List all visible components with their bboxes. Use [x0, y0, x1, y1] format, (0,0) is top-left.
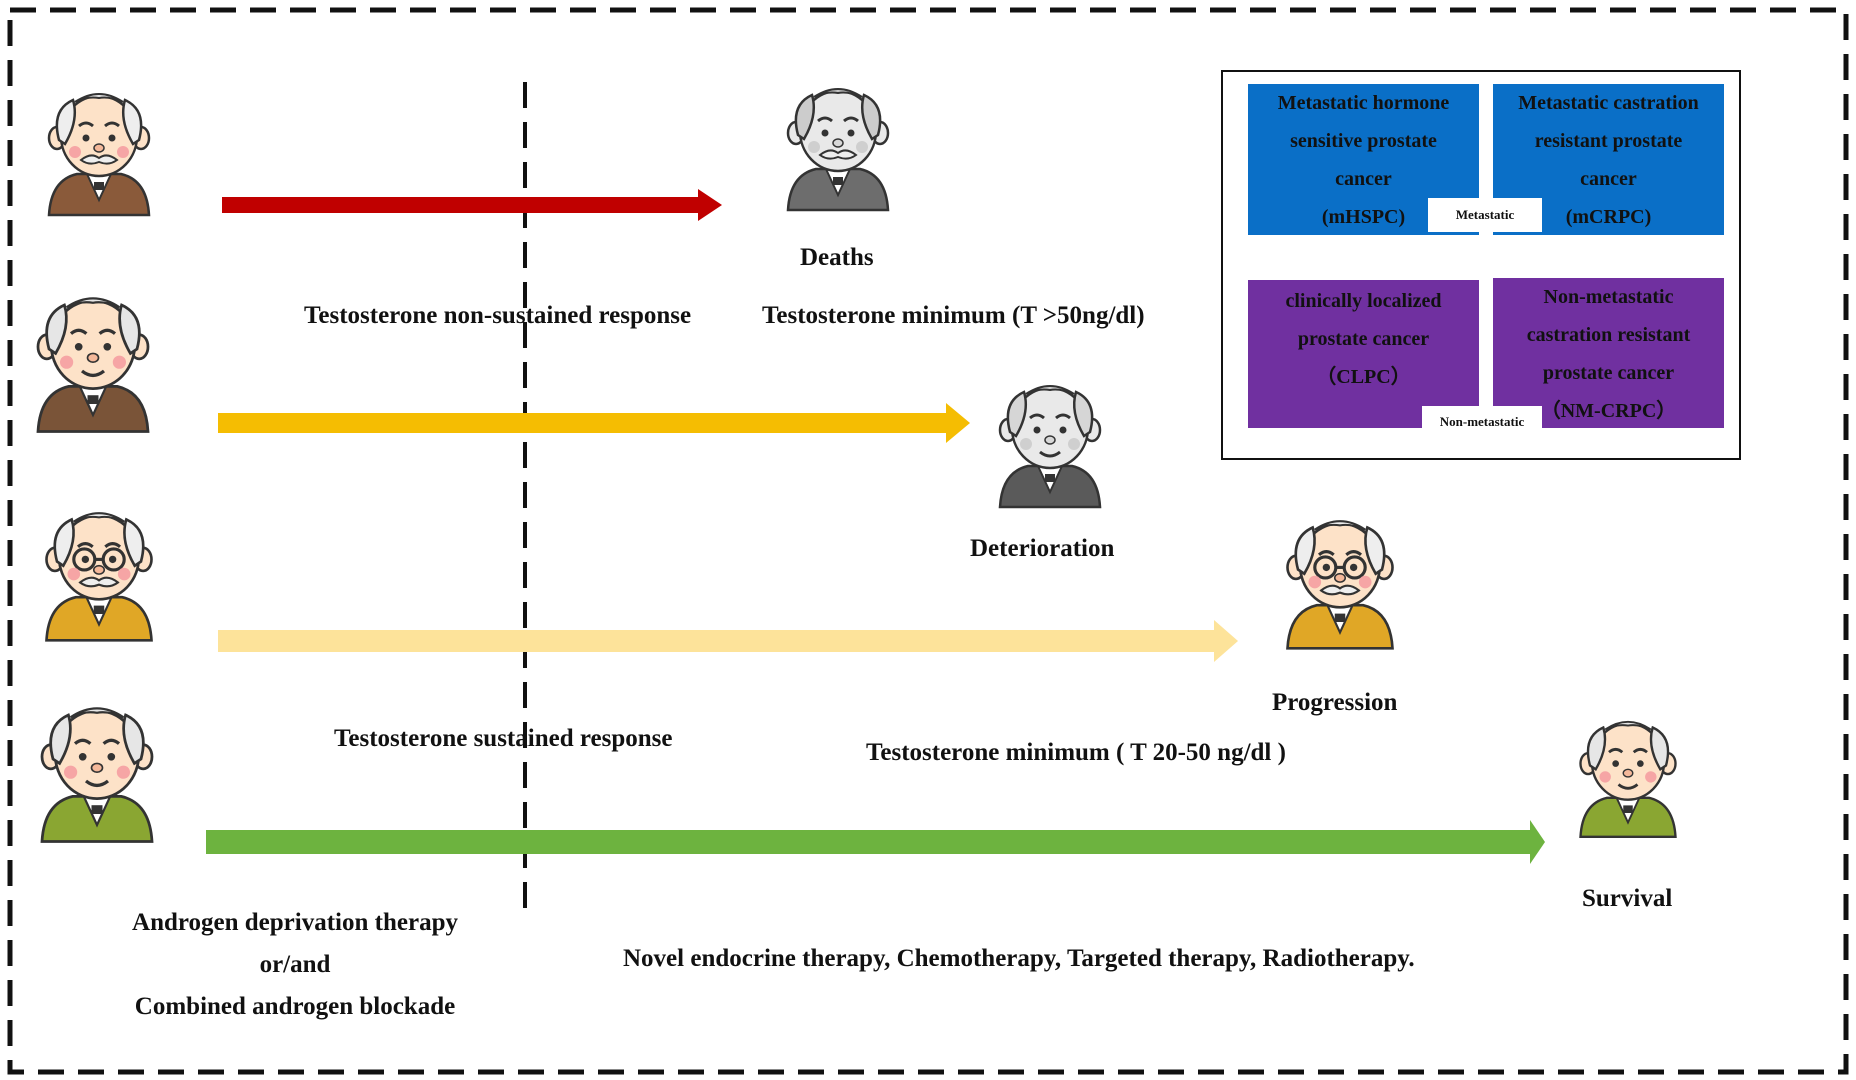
clpc-box: clinically localized prostate cancer （CL… — [1248, 280, 1479, 428]
metastatic-tag: Metastatic — [1428, 198, 1542, 232]
elderly-man-gray-icon — [998, 385, 1102, 509]
survival-label: Survival — [1582, 885, 1673, 912]
elderly-man-green-icon — [40, 707, 154, 843]
deterioration-arrow-shaft — [218, 413, 948, 433]
deaths-label: Deaths — [800, 244, 874, 271]
death-arrow-head — [698, 189, 722, 221]
testosterone-minimum-high-label: Testosterone minimum (T >50ng/dl) — [762, 302, 1145, 329]
initial-therapy-line1: Androgen deprivation therapy — [132, 909, 458, 936]
initial-therapy-line2: or/and — [259, 951, 331, 978]
deterioration-arrow — [218, 403, 970, 443]
faces-group — [36, 88, 1677, 843]
testosterone-minimum-mid-label: Testosterone minimum ( T 20-50 ng/dl ) — [866, 739, 1286, 766]
survival-arrow-head — [1530, 820, 1545, 864]
elderly-man-icon — [36, 297, 150, 433]
deterioration-arrow-head — [946, 403, 970, 443]
progression-arrow-head — [1214, 620, 1238, 662]
outer-dashed-frame — [7, 7, 1849, 1075]
elderly-man-gray-icon — [786, 88, 890, 212]
death-arrow — [222, 189, 722, 221]
sustained-response-label: Testosterone sustained response — [334, 725, 673, 752]
progression-label: Progression — [1272, 689, 1398, 716]
elderly-man-icon — [47, 93, 151, 217]
progression-arrow — [218, 620, 1238, 662]
subsequent-therapy-label: Novel endocrine therapy, Chemotherapy, T… — [623, 945, 1415, 972]
survival-arrow-shaft — [206, 830, 1532, 854]
elderly-man-glasses-icon — [1286, 520, 1394, 650]
elderly-man-green-icon — [1579, 720, 1677, 838]
elderly-man-glasses-icon — [45, 512, 153, 642]
initial-therapy-line3: Combined androgen blockade — [134, 993, 456, 1020]
progression-arrow-shaft — [218, 630, 1216, 652]
deterioration-label: Deterioration — [970, 535, 1115, 562]
death-arrow-shaft — [222, 197, 700, 213]
survival-arrow — [206, 820, 1545, 864]
non-metastatic-tag: Non-metastatic — [1422, 406, 1542, 438]
disease-stage-legend: Metastatic hormone sensitive prostate ca… — [1221, 70, 1741, 460]
non-sustained-response-label: Testosterone non-sustained response — [304, 302, 692, 329]
mhspc-box: Metastatic hormone sensitive prostate ca… — [1248, 84, 1479, 235]
nmcrpc-box: Non-metastatic castration resistant pros… — [1493, 278, 1724, 428]
